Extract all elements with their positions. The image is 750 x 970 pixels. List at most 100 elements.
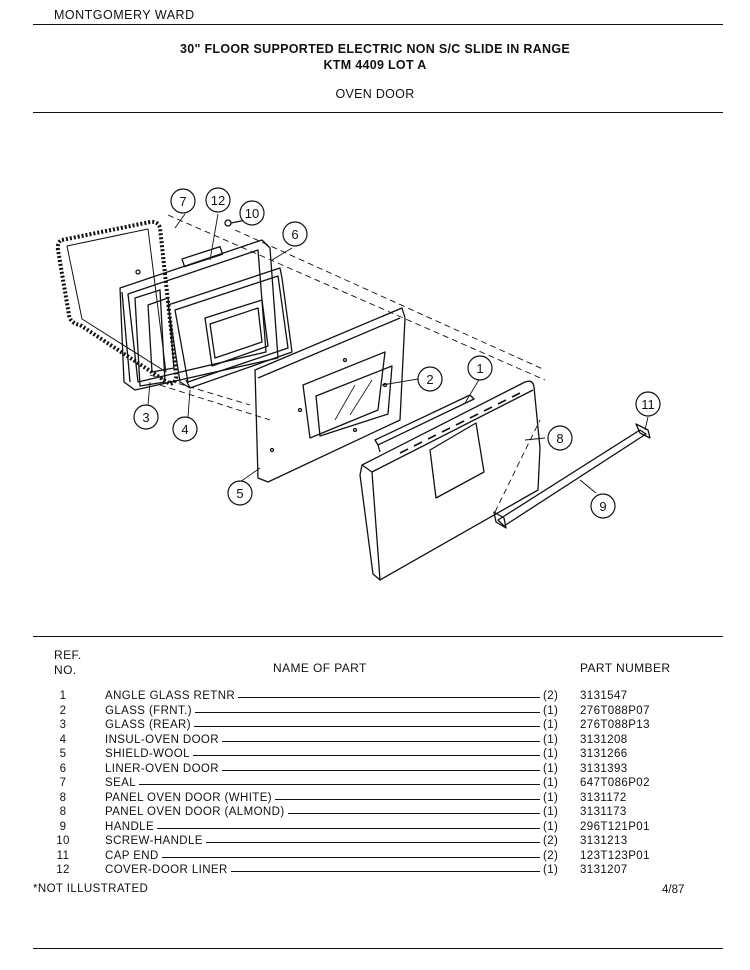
table-row: 9 HANDLE (1) 296T121P01 (0, 820, 750, 836)
leader-line (105, 769, 540, 771)
part-name: GLASS (REAR) (105, 719, 194, 731)
part-name: SCREW-HANDLE (105, 835, 206, 847)
ref-number: 5 (59, 748, 67, 760)
part-number: 3131207 (580, 864, 628, 876)
brand-name: MONTGOMERY WARD (54, 8, 195, 22)
part-name: HANDLE (105, 820, 158, 833)
table-row: 8 PANEL OVEN DOOR (WHITE) (1) 3131172 (0, 791, 750, 807)
ref-no-header: REF. NO. (54, 648, 82, 678)
ref-number: 6 (59, 762, 67, 775)
table-row: 10 SCREW-HANDLE (2) 3131213 (0, 835, 750, 850)
table-row: 12 COVER-DOOR LINER (1) 3131207 (0, 864, 750, 879)
callout-3: 3 (142, 410, 149, 425)
leader-line (105, 871, 540, 872)
callout-6: 6 (291, 227, 298, 242)
ref-number: 10 (56, 835, 70, 847)
part-name: PANEL OVEN DOOR (ALMOND) (105, 806, 288, 818)
ref-number: 7 (59, 777, 67, 789)
leader-line (105, 856, 540, 858)
leader-line (105, 740, 540, 742)
part-number: 3131173 (580, 806, 627, 818)
panel-oven-door-part (359, 380, 541, 581)
table-row: 1 ANGLE GLASS RETNR (2) 3131547 (0, 690, 750, 705)
revision-date: 4/87 (662, 884, 685, 896)
leader-line (105, 755, 540, 756)
handle-part (493, 423, 651, 529)
quantity: (2) (541, 835, 559, 847)
table-row: 5 SHIELD-WOOL (1) 3131266 (0, 748, 750, 763)
model-number: KTM 4409 LOT A (323, 58, 427, 72)
leader-line (105, 711, 540, 713)
leader-line (105, 784, 540, 785)
part-number: 296T121P01 (580, 820, 650, 833)
part-number: 123T123P01 (580, 849, 650, 862)
callout-7: 7 (179, 194, 186, 209)
quantity: (1) (541, 733, 559, 746)
part-number: 3131393 (580, 762, 628, 775)
part-name: COVER-DOOR LINER (105, 864, 231, 876)
callout-9: 9 (599, 499, 606, 514)
callout-2: 2 (426, 372, 433, 387)
quantity: (1) (541, 791, 559, 804)
part-number: 276T088P07 (580, 704, 650, 717)
liner-frame-part (119, 239, 279, 391)
part-number: 3131547 (580, 690, 628, 702)
part-name: LINER-OVEN DOOR (105, 762, 222, 775)
front-glass-part (315, 365, 393, 437)
part-number-header: PART NUMBER (580, 661, 671, 675)
callout-12: 12 (211, 193, 225, 208)
leader-line (105, 697, 540, 698)
quantity: (1) (541, 748, 559, 760)
part-number: 3131266 (580, 748, 628, 760)
quantity: (2) (541, 849, 559, 862)
leader-line (105, 726, 540, 727)
table-row: 6 LINER-OVEN DOOR (1) 3131393 (0, 762, 750, 778)
quantity: (2) (541, 690, 559, 702)
callout-11: 11 (641, 397, 655, 412)
part-name: SEAL (105, 777, 140, 789)
leader-line (105, 842, 540, 843)
ref-header-line2: NO. (54, 663, 77, 677)
part-name: ANGLE GLASS RETNR (105, 690, 239, 702)
quantity: (1) (541, 777, 559, 789)
quantity: (1) (541, 820, 559, 833)
ref-number: 1 (59, 690, 67, 702)
section-title: OVEN DOOR (335, 87, 415, 101)
table-rule (33, 636, 723, 637)
callout-1: 1 (476, 361, 483, 376)
part-number: 3131213 (580, 835, 628, 847)
part-number: 647T086P02 (580, 777, 650, 789)
quantity: (1) (541, 864, 559, 876)
ref-number: 9 (59, 820, 67, 833)
angle-glass-retainer-part (374, 394, 475, 453)
part-name: PANEL OVEN DOOR (WHITE) (105, 791, 276, 804)
ref-number: 11 (56, 849, 70, 862)
document-title: 30" FLOOR SUPPORTED ELECTRIC NON S/C SLI… (179, 42, 570, 56)
quantity: (1) (541, 806, 559, 818)
ref-number: 12 (56, 864, 70, 876)
part-name: GLASS (FRNT.) (105, 704, 195, 717)
ref-number: 8 (59, 806, 67, 818)
leader-line (105, 813, 540, 814)
part-name: SHIELD-WOOL (105, 748, 193, 760)
part-number: 276T088P13 (580, 719, 650, 731)
quantity: (1) (541, 762, 559, 775)
table-row: 7 SEAL (1) 647T086P02 (0, 777, 750, 792)
bottom-rule (33, 948, 723, 949)
callout-10: 10 (245, 206, 259, 221)
callout-8: 8 (556, 431, 563, 446)
callout-4: 4 (181, 422, 188, 437)
part-number: 3131208 (580, 733, 628, 746)
header-rule (33, 24, 723, 25)
ref-number: 8 (59, 791, 67, 804)
not-illustrated-note: *NOT ILLUSTRATED (33, 883, 149, 895)
leader-line (105, 798, 540, 800)
ref-number: 2 (59, 704, 67, 717)
part-number: 3131172 (580, 791, 627, 804)
exploded-diagram: 7 12 10 6 2 1 11 8 9 3 4 5 (55, 187, 661, 581)
part-name: CAP END (105, 849, 162, 862)
ref-number: 4 (59, 733, 67, 746)
title-rule (33, 112, 723, 113)
